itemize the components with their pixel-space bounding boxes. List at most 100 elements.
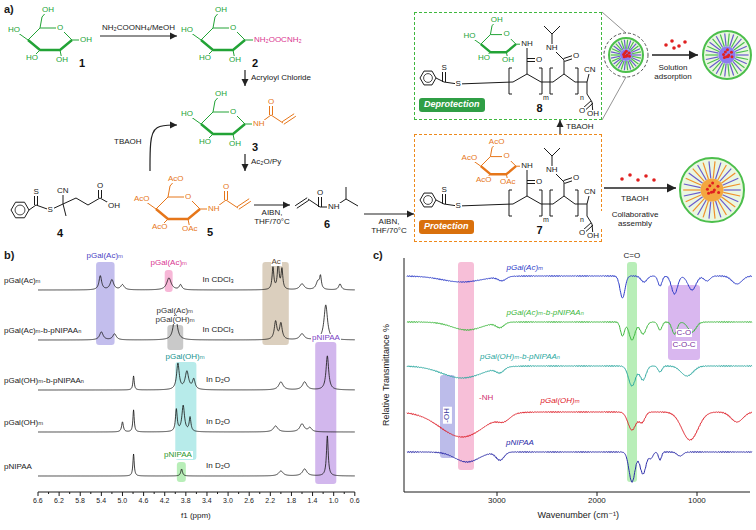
axis-tick <box>238 492 239 494</box>
label-anchor: O <box>502 152 510 161</box>
drug-dot <box>711 181 714 184</box>
axis-tick <box>133 492 134 494</box>
drug-dot <box>624 55 627 58</box>
compound-number: 6 <box>324 218 330 230</box>
label-anchor: Collaborative assembly <box>601 211 669 229</box>
solvent-label: In CDCl₃ <box>202 276 235 285</box>
micelle-chain <box>735 59 747 64</box>
double-bond <box>237 199 249 207</box>
micelle-chain <box>626 61 628 70</box>
label-anchor: OH <box>228 56 242 65</box>
status-tag: Protection <box>419 220 474 234</box>
label-anchor: pGal(Ac)ₘ <box>3 277 42 286</box>
label-anchor: HO <box>7 26 21 35</box>
drug-dot <box>644 174 648 178</box>
atom-label: O <box>316 189 324 198</box>
label-anchor: In CDCl₃ <box>202 276 235 285</box>
micelle-shell <box>680 158 744 222</box>
micelle-chain <box>720 34 724 46</box>
label-anchor: pNIPAA <box>505 439 535 448</box>
panel-letter: a) <box>3 3 15 15</box>
band-label: -NH <box>478 394 494 403</box>
drug-dot <box>730 51 733 54</box>
micelle-shell <box>609 38 643 72</box>
drug-dot <box>708 184 711 187</box>
panel-letter: b) <box>3 249 15 261</box>
label-anchor: b) <box>3 249 15 261</box>
axis-tick <box>344 492 345 494</box>
axis-tick <box>333 492 334 496</box>
spectrum-name: pGal(OH)ₘ-b-pNIPAAₙ <box>3 377 85 386</box>
axis-tick-label: 2.2 <box>264 497 276 505</box>
atom-label: HO <box>198 138 212 147</box>
sugar-ring <box>156 197 200 209</box>
axis-tick <box>302 492 303 494</box>
spectrum-name: pGal(OH)ₘ <box>3 419 44 428</box>
atom-label: O <box>229 24 237 33</box>
axis-tick <box>38 492 39 496</box>
sugar-ring <box>156 209 200 219</box>
axis-tick-label: 3000 <box>487 497 507 506</box>
benzene-ring <box>420 71 436 85</box>
micelle-chain <box>720 199 732 212</box>
drug-dot <box>707 192 710 195</box>
micelle-chain <box>698 200 707 215</box>
label-anchor: 1.8 <box>285 497 297 505</box>
atom-label: S <box>33 188 40 197</box>
label-anchor: 3000 <box>487 497 507 506</box>
micelle-chain <box>624 40 626 49</box>
atom-label: O <box>502 152 510 161</box>
compound-number: 4 <box>57 227 63 239</box>
label-anchor: C=O <box>623 252 642 261</box>
micelle-chain <box>728 34 729 47</box>
micelle-chain <box>730 63 734 75</box>
label-anchor: HO <box>198 138 212 147</box>
axis-tick <box>164 492 165 496</box>
micelle-chain <box>705 54 718 55</box>
label-anchor: pNIPAA <box>3 463 33 472</box>
label-anchor: n <box>579 94 585 102</box>
label-anchor: Ac₂O/Py <box>250 158 282 167</box>
atom-label: OAc <box>499 178 517 187</box>
label-anchor: CN <box>56 187 70 196</box>
atom-label: O <box>578 107 586 116</box>
label-anchor: TBAOH <box>565 123 595 132</box>
axis-tick <box>185 492 186 496</box>
axis-title: f1 (ppm) <box>180 512 212 521</box>
label-anchor: 6.2 <box>53 497 65 505</box>
axis-tick-label: 5.4 <box>95 497 107 505</box>
compound-number: 3 <box>252 141 258 153</box>
highlight-band <box>96 262 114 345</box>
atom-label: AcO <box>151 223 169 232</box>
atom-label: OH <box>586 232 600 241</box>
axis-tick <box>196 492 197 494</box>
micelle-chain <box>628 61 631 70</box>
bond-line <box>552 148 560 156</box>
label-anchor: HO <box>198 54 212 63</box>
solvent-label: In D₂O <box>205 418 231 427</box>
aromatic-circle <box>15 205 25 215</box>
atom-label: HO <box>180 110 194 119</box>
micelle-chain <box>621 40 624 49</box>
axis-tick <box>323 492 324 494</box>
label-anchor: pGal(OH)ₘ <box>540 397 581 406</box>
axis-tick-label: 2000 <box>587 497 607 506</box>
micelle-chain <box>686 178 702 185</box>
atom-label: OH <box>55 56 69 65</box>
label-anchor: AIBN, THF/70°C <box>248 209 296 227</box>
atom-label: O <box>535 178 543 187</box>
axis-tick <box>90 492 91 494</box>
label-anchor: C-O <box>676 329 693 338</box>
aromatic-circle <box>424 74 433 83</box>
atom-label: HO <box>180 26 194 35</box>
atom-label: NH <box>327 203 341 212</box>
sugar-ring <box>481 157 516 167</box>
axis-tick-label: 4.6 <box>138 497 150 505</box>
highlight-band <box>175 362 196 460</box>
benzene-ring <box>420 193 436 207</box>
axis-tick-label: 6.6 <box>32 497 44 505</box>
micelle-chain <box>693 169 705 182</box>
reaction-arrow <box>364 213 414 214</box>
